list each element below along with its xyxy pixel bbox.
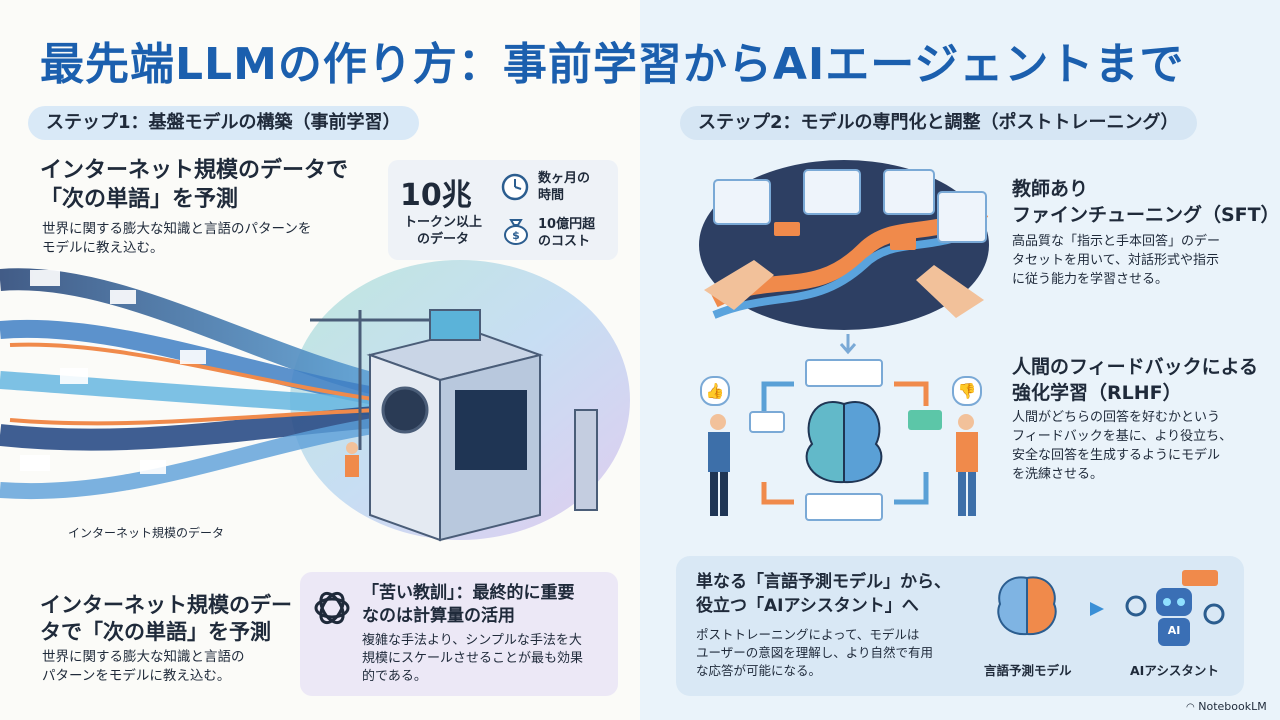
step1-desc-line1: 世界に関する膨大な知識と言語のパターンを	[42, 221, 312, 237]
summary-description: ポストトレーニングによって、モデルは ユーザーの意図を理解し、より自然で有用 な…	[696, 626, 933, 680]
stat-cost-line1: 10億円超	[538, 217, 596, 232]
sft-description: 高品質な「指示と手本回答」のデー タセットを用いて、対話形式や指示 に従う能力を…	[1012, 232, 1220, 289]
rlhf-heading-line1: 人間のフィードバックによる	[1012, 356, 1259, 378]
step1-bottom-heading: インターネット規模のデー タで「次の単語」を予測	[40, 592, 292, 646]
lesson-desc-line1: 複雑な手法より、シンプルな手法を大	[362, 633, 582, 648]
rlhf-description: 人間がどちらの回答を好むかという フィードバックを基に、より役立ち、 安全な回答…	[1012, 408, 1232, 484]
rlhf-heading-line2: 強化学習（RLHF）	[1012, 382, 1182, 404]
robot-badge: AI	[1167, 624, 1181, 637]
rlhf-illustration	[708, 359, 978, 521]
summary-card: 単なる「言語予測モデル」から、 役立つ「AIアシスタント」へ ポストトレーニング…	[676, 556, 1244, 696]
rlhf-desc-line2: フィードバックを基に、より役立ち、	[1012, 429, 1233, 444]
step1-bottom-description: 世界に関する膨大な知識と言語の パターンをモデルに教え込む。	[42, 648, 245, 686]
lesson-title-line2: なのは計算量の活用	[362, 606, 515, 626]
summary-desc-line1: ポストトレーニングによって、モデルは	[696, 627, 920, 642]
openai-logo-icon	[314, 591, 350, 625]
brand-label: NotebookLM	[1198, 700, 1267, 713]
notebooklm-logo-icon: ◠	[1186, 702, 1195, 713]
sft-desc-line3: に従う能力を学習させる。	[1012, 272, 1169, 287]
stat-time-line2: 時間	[538, 188, 565, 203]
stat-tokens-caption-line1: トークン以上	[403, 215, 482, 230]
summary-left-label: 言語予測モデル	[984, 663, 1072, 678]
stat-cost: 10億円超 のコスト	[538, 216, 595, 250]
summary-desc-line2: ユーザーの意図を理解し、より自然で有用	[696, 645, 934, 660]
arrow-right-icon	[1090, 602, 1104, 616]
thumbs-up-icon: 👍	[700, 376, 730, 406]
summary-desc-line3: な応答が可能になる。	[696, 663, 822, 678]
stats-card: 10兆 トークン以上 のデータ 数ヶ月の 時間 $ 10億円超 のコスト	[388, 160, 618, 260]
lesson-description: 複雑な手法より、シンプルな手法を大 規模にスケールさせることが最も効果 的である…	[362, 632, 583, 686]
rlhf-desc-line4: を洗練させる。	[1012, 467, 1104, 482]
step1-bottom-heading-line1: インターネット規模のデー	[40, 593, 292, 617]
stat-tokens-caption: トークン以上 のデータ	[400, 214, 486, 248]
svg-text:$: $	[512, 229, 520, 242]
rlhf-heading: 人間のフィードバックによる 強化学習（RLHF）	[1012, 354, 1258, 406]
page-title: 最先端LLMの作り方：事前学習からAIエージェントまで	[40, 39, 1185, 90]
stat-cost-line2: のコスト	[538, 234, 591, 249]
arrow-down-icon	[839, 334, 857, 355]
clock-icon	[501, 173, 529, 201]
step1-heading-line2: 「次の単語」を予測	[40, 187, 239, 212]
sft-desc-line2: タセットを用いて、対話形式や指示	[1012, 253, 1219, 268]
step1-desc-line2: モデルに教え込む。	[42, 240, 164, 256]
rlhf-desc-line3: 安全な回答を生成するようにモデル	[1012, 448, 1221, 463]
brain-icon	[997, 576, 1057, 636]
sft-illustration	[699, 160, 989, 330]
lesson-title: 「苦い教訓」：最終的に重要 なのは計算量の活用	[362, 582, 575, 628]
robot-assistant-illustration: AI	[1122, 570, 1226, 650]
summary-heading-line2: 役立つ「AIアシスタント」へ	[696, 596, 919, 616]
step2-pill: ステップ2：モデルの専門化と調整（ポストトレーニング）	[680, 106, 1197, 140]
sft-heading: 教師あり ファインチューニング（SFT）	[1012, 176, 1280, 228]
sft-desc-line1: 高品質な「指示と手本回答」のデー	[1012, 234, 1221, 249]
notebooklm-brand: ◠ NotebookLM	[1186, 700, 1267, 713]
summary-right-label: AIアシスタント	[1130, 663, 1219, 678]
stat-tokens-caption-line2: のデータ	[416, 232, 469, 247]
summary-heading-line1: 単なる「言語予測モデル」から、	[696, 572, 951, 592]
thumbs-down-icon: 👎	[952, 376, 982, 406]
bitter-lesson-card: 「苦い教訓」：最終的に重要 なのは計算量の活用 複雑な手法より、シンプルな手法を…	[300, 572, 618, 696]
stat-time-line1: 数ヶ月の	[538, 171, 591, 186]
lesson-desc-line3: 的である。	[362, 669, 427, 684]
pretraining-illustration	[0, 260, 630, 542]
brain-icon	[805, 401, 883, 484]
lesson-title-line1: 「苦い教訓」：最終的に重要	[362, 583, 575, 603]
step1-bottom-heading-line2: タで「次の単語」を予測	[40, 620, 271, 644]
data-label: インターネット規模のデータ	[68, 526, 225, 540]
step1-description: 世界に関する膨大な知識と言語のパターンを モデルに教え込む。	[42, 220, 311, 258]
step1-bottom-desc-line1: 世界に関する膨大な知識と言語の	[42, 649, 245, 665]
step1-bottom-desc-line2: パターンをモデルに教え込む。	[42, 668, 231, 684]
lesson-desc-line2: 規模にスケールさせることが最も効果	[362, 651, 584, 666]
stat-time: 数ヶ月の 時間	[538, 170, 590, 204]
stat-tokens-value: 10兆	[400, 178, 472, 213]
step1-pill: ステップ1：基盤モデルの構築（事前学習）	[28, 106, 419, 140]
money-bag-icon: $	[504, 219, 528, 245]
summary-heading: 単なる「言語予測モデル」から、 役立つ「AIアシスタント」へ	[696, 570, 951, 618]
step1-heading-line1: インターネット規模のデータで	[40, 158, 349, 183]
sft-heading-line2: ファインチューニング（SFT）	[1012, 204, 1280, 226]
sft-heading-line1: 教師あり	[1012, 178, 1089, 200]
robot-icon	[1125, 570, 1225, 646]
step1-heading: インターネット規模のデータで 「次の単語」を予測	[40, 156, 348, 214]
rlhf-desc-line1: 人間がどちらの回答を好むかという	[1012, 410, 1221, 425]
